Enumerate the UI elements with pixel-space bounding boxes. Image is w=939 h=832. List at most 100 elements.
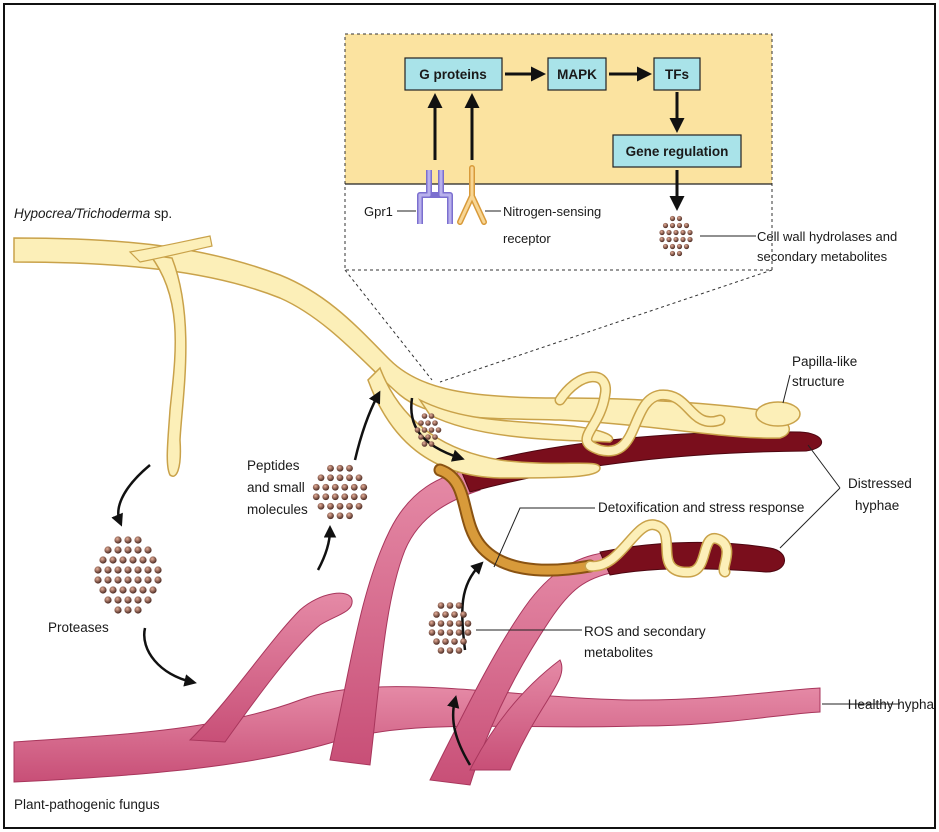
ros-label-2: metabolites [584,645,653,660]
hydrolases-particles [659,216,692,256]
particle [129,586,136,593]
particle [129,556,136,563]
particle [346,474,353,481]
particle [114,606,121,613]
particle [351,484,358,491]
arrow-to-proteases [118,465,150,522]
distressed-leader [780,445,840,548]
particle [456,629,463,636]
particle [451,638,458,645]
gpr1-label: Gpr1 [364,204,393,219]
particle [337,474,344,481]
particle [144,596,151,603]
particle [119,556,126,563]
arrow-proteases-to-pathogen [144,628,192,682]
particle [313,493,320,500]
zoom-guide-right [440,270,772,382]
particle [149,586,156,593]
particle [154,576,161,583]
particle [456,620,463,627]
particle [687,230,692,235]
gene-regulation-label: Gene regulation [626,144,729,159]
papilla-leader [783,375,790,403]
particle [124,536,131,543]
particle [432,420,438,426]
papilla-structure [756,402,800,426]
particle [104,576,111,583]
particle [673,230,678,235]
particle [680,230,685,235]
particle [341,484,348,491]
particle [442,611,449,618]
particle [94,566,101,573]
particle [356,503,363,510]
particle [418,420,424,426]
particle [460,638,467,645]
particle [346,512,353,519]
particle [429,620,436,627]
proteases-particles [94,536,161,613]
particle [124,576,131,583]
particle [429,441,435,447]
particle [360,493,367,500]
particle [134,576,141,583]
particle [109,556,116,563]
proteases-label: Proteases [48,620,109,635]
particle [670,216,675,221]
particle [438,629,445,636]
peptides-label-3: molecules [247,502,308,517]
particle [134,606,141,613]
particle [451,611,458,618]
particle [447,647,454,654]
particle [332,493,339,500]
papilla-label-1: Papilla-like [792,354,857,369]
particle [144,576,151,583]
healthy-label: Healthy hypha [848,697,935,712]
peptides-particles [313,465,367,519]
particle [341,493,348,500]
particle [99,586,106,593]
peptides-label-2: and small [247,480,305,495]
particle [360,484,367,491]
particle [659,230,664,235]
particle [447,629,454,636]
distressed-label-1: Distressed [848,476,912,491]
particle [313,484,320,491]
particle [429,427,435,433]
particle [327,465,334,472]
particle [684,223,689,228]
particle [149,556,156,563]
particle [442,638,449,645]
tfs-label: TFs [665,67,689,82]
particle [322,493,329,500]
particle [432,434,438,440]
papilla-label-2: structure [792,374,845,389]
particle [663,223,668,228]
particle [104,546,111,553]
particle [109,586,116,593]
particle [114,596,121,603]
particle [144,546,151,553]
particle [104,596,111,603]
particle [337,512,344,519]
particle [447,620,454,627]
arrow-peptides-to-trichoderma [355,395,378,460]
hypocrea-label: Hypocrea/Trichoderma sp. [14,206,172,221]
particle [670,251,675,256]
particle [659,237,664,242]
particle [337,503,344,510]
particle [318,503,325,510]
particle [124,566,131,573]
particle [465,620,472,627]
particle [465,629,472,636]
cell-wall-label-1: Cell wall hydrolases and [757,229,897,244]
particle [124,596,131,603]
particle [456,602,463,609]
particle [346,465,353,472]
particle [663,244,668,249]
nitrogen-label-1: Nitrogen-sensing [503,204,601,219]
particle [114,576,121,583]
particle [666,237,671,242]
particle [677,244,682,249]
particle [114,566,121,573]
